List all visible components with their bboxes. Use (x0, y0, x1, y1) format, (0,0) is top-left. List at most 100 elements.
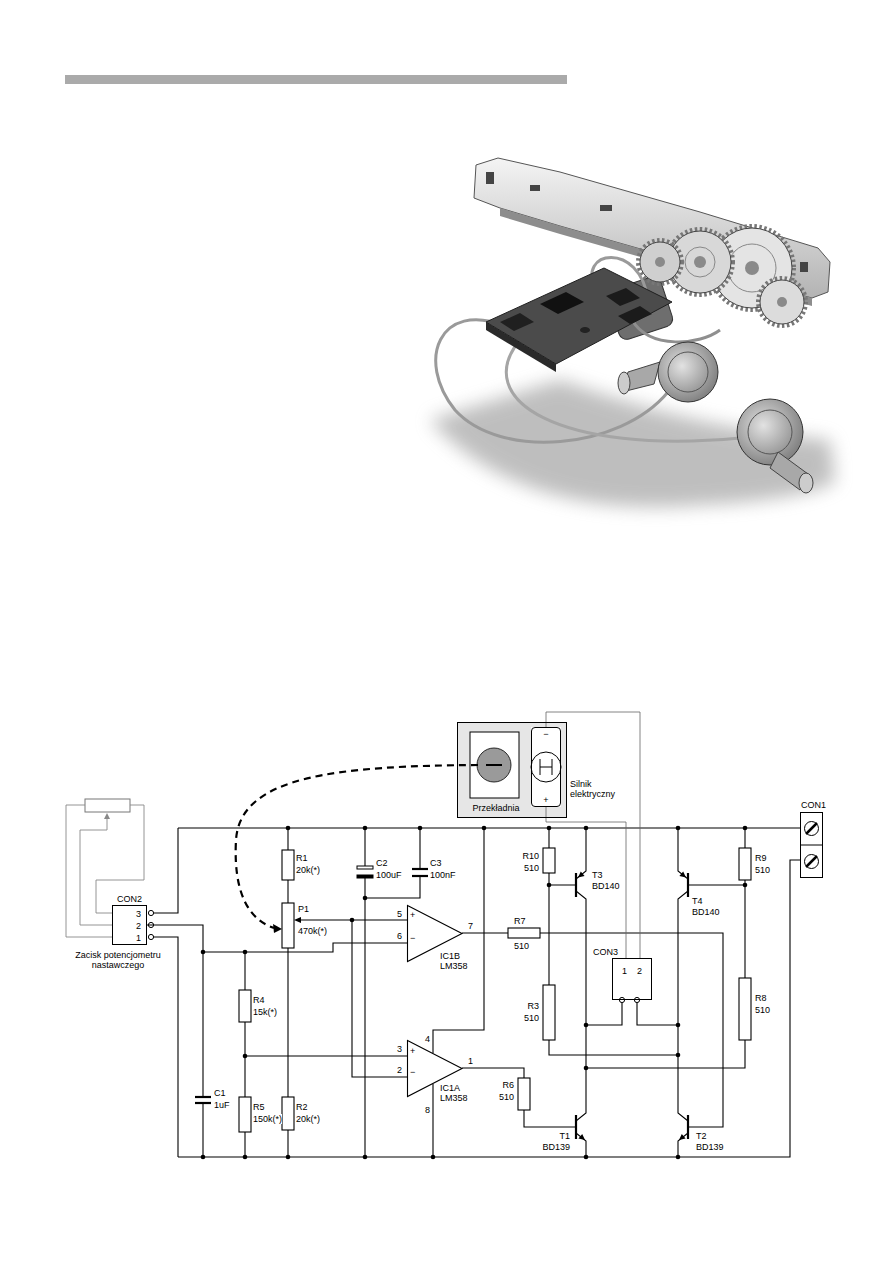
wire (688, 828, 745, 885)
junction-dot (363, 826, 368, 831)
gear-symbol (477, 748, 511, 782)
wire-connector (147, 925, 407, 952)
component-label: P1 (298, 904, 309, 914)
component-plate (412, 875, 428, 877)
component-label: Zacisk potencjometru nastawczego (66, 950, 170, 971)
pot-ring (668, 352, 708, 392)
junction-dot (743, 883, 748, 888)
wire (586, 1003, 622, 1025)
component-label: R3 (527, 1001, 539, 1011)
component-plate (687, 1115, 689, 1139)
component-label: − (410, 933, 415, 943)
pot-shaft-end (799, 473, 813, 493)
resistor-symbol (518, 1078, 530, 1110)
resistor-symbol (282, 903, 294, 948)
pcb-chip (540, 292, 584, 314)
resistor-symbol (239, 990, 251, 1022)
junction-dot (431, 1155, 436, 1160)
gear (760, 280, 804, 324)
screw-slot (806, 856, 817, 867)
component-label: 2 (136, 921, 141, 931)
wire (151, 828, 178, 913)
connector-pin (619, 997, 624, 1002)
component-label: T1 (559, 1131, 570, 1141)
pcb (486, 268, 672, 364)
gear-shaft (486, 764, 502, 766)
component-label: 510 (524, 1013, 539, 1023)
wire (586, 885, 745, 1068)
wire (298, 919, 352, 920)
component-label: 6 (397, 931, 402, 941)
external-potentiometer (85, 799, 130, 812)
component-label: 20k(*) (296, 865, 320, 875)
component-label: 1 (468, 1056, 473, 1066)
junction-dot (418, 826, 423, 831)
junction-dot (243, 1054, 248, 1059)
arrowhead (578, 871, 585, 877)
component-plate (195, 1102, 211, 1104)
pot-body (737, 399, 803, 465)
junction-dot (286, 1155, 291, 1160)
junction-dot (547, 826, 552, 831)
bracket-hole (800, 262, 808, 272)
pcb-terminal (500, 313, 534, 331)
component-label: BD139 (696, 1142, 724, 1152)
junction-dot (286, 826, 291, 831)
potentiometer-lead (96, 805, 144, 913)
pot-shaft-end (618, 372, 630, 394)
gear-teeth (638, 240, 682, 284)
junction-dot (547, 883, 552, 888)
wire (432, 1084, 433, 1157)
terminal-divider (800, 845, 823, 846)
junction-dot (363, 896, 368, 901)
component-label: BD140 (592, 881, 620, 891)
component-label: 470k(*) (298, 926, 327, 936)
component-label: Przekładnia (468, 803, 524, 813)
terminal-screw (805, 855, 819, 869)
wiper-arrow (104, 813, 110, 819)
component-label: + (410, 1046, 415, 1056)
component-label: 8 (425, 1105, 430, 1115)
motor-body: −+Silnik elektryczny (531, 727, 561, 807)
wire (576, 828, 586, 879)
junction-dot (676, 1155, 681, 1160)
junction-dot (482, 826, 487, 831)
connector-pin (148, 910, 153, 915)
junction-dot (743, 826, 748, 831)
wire (202, 952, 203, 1097)
potentiometer-lead (80, 819, 112, 925)
junction-dot (584, 1066, 589, 1071)
gearbox-housing: −+Silnik elektrycznyPrzekładnia (457, 722, 567, 818)
component-plate (575, 1115, 577, 1139)
gear-teeth (758, 278, 806, 326)
bracket-hole (600, 205, 612, 211)
junction-dot (676, 1023, 681, 1028)
capacitor-plate (357, 875, 373, 878)
component-label: 150k(*) (253, 1114, 282, 1124)
component-plate (687, 873, 689, 897)
component-label: 15k(*) (253, 1007, 277, 1017)
component-label: R9 (755, 853, 767, 863)
component-label: 510 (755, 1005, 770, 1015)
connector-box: CON2321 (112, 905, 147, 945)
gear-ring (685, 247, 715, 277)
wire (678, 1133, 688, 1157)
wire-connector (352, 920, 407, 1077)
wire (549, 885, 678, 1055)
header-rule (65, 75, 567, 84)
wire (576, 891, 586, 1121)
wire-connector (546, 807, 626, 958)
photo-shadow (430, 380, 835, 507)
component-label: R5 (253, 1102, 265, 1112)
component-label: 3 (136, 909, 141, 919)
terminal-screw (805, 822, 819, 836)
junction-dot (363, 1155, 368, 1160)
component-label: R7 (514, 916, 526, 926)
component-label: 100uF (376, 870, 402, 880)
connector-pin (148, 934, 153, 939)
component-label: Silnik elektryczny (570, 779, 632, 800)
wire (178, 860, 800, 1157)
junction-dot (584, 1155, 589, 1160)
component-label: 510 (524, 863, 539, 873)
component-label: BD140 (692, 907, 720, 917)
